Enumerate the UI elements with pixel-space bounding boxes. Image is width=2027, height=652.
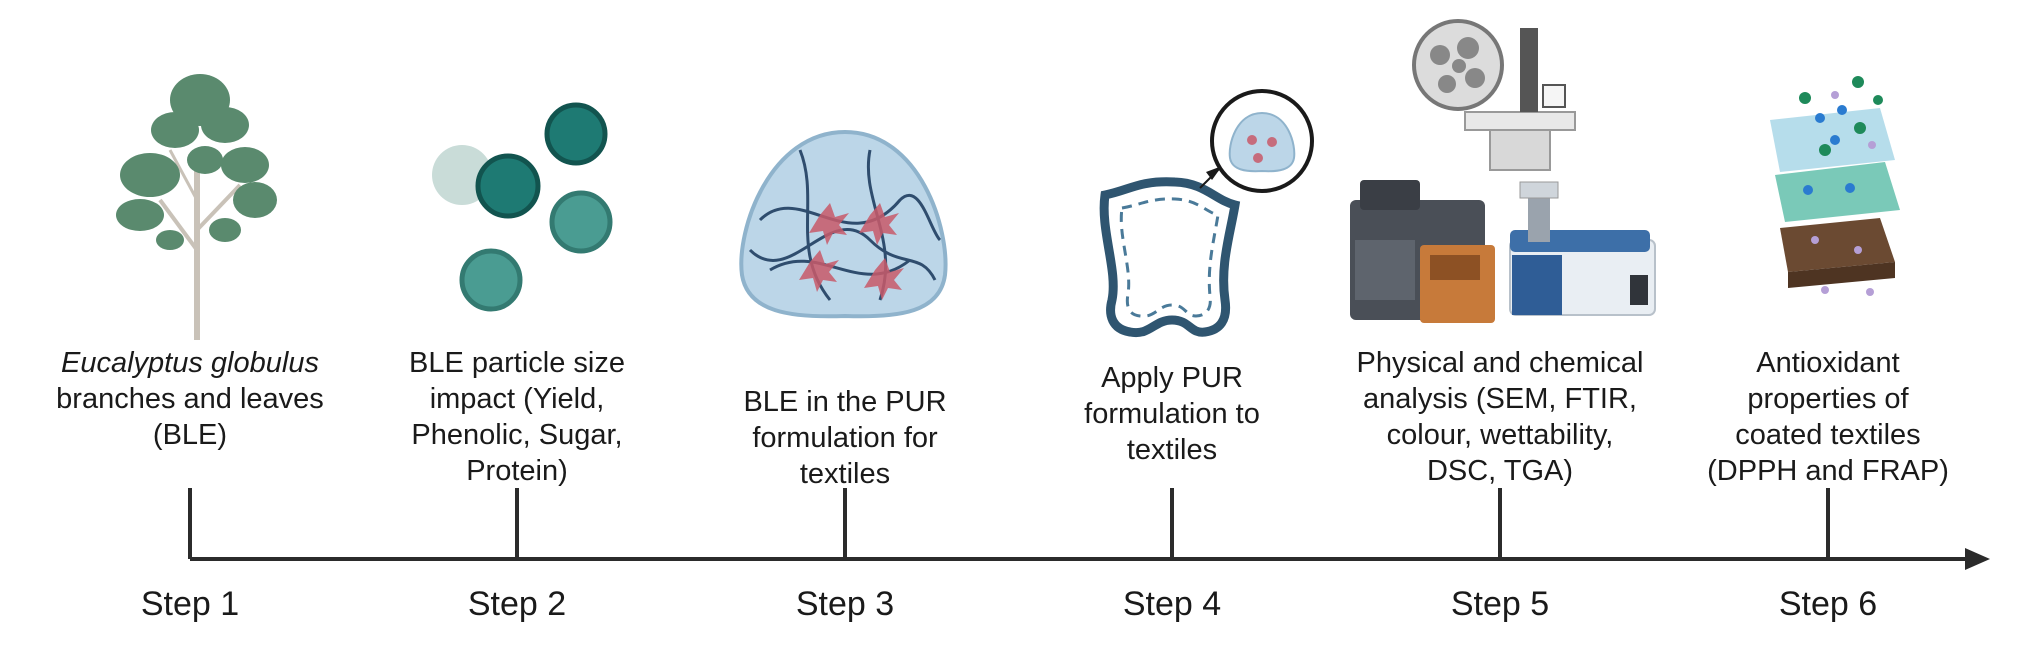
particle-dark-2 bbox=[544, 102, 608, 166]
step-ticks bbox=[188, 488, 1830, 559]
species-name: Eucalyptus globulus bbox=[61, 347, 319, 379]
particle-dark-1 bbox=[475, 153, 541, 219]
step-6-label: Step 6 bbox=[1778, 585, 1878, 623]
particles-icon bbox=[432, 102, 613, 312]
step-4-description: Apply PUR formulation to textiles bbox=[1084, 362, 1260, 466]
particle-mid-1 bbox=[549, 190, 613, 254]
step-3-label: Step 3 bbox=[795, 585, 895, 623]
step-3-description: BLE in the PUR formulation for textiles bbox=[743, 386, 947, 490]
step-5-description: Physical and chemical analysis (SEM, FTI… bbox=[1356, 347, 1644, 487]
step-4-label: Step 4 bbox=[1122, 585, 1222, 623]
layers-icon bbox=[1770, 76, 1900, 296]
step-5-label: Step 5 bbox=[1450, 585, 1550, 623]
tree-icon bbox=[116, 74, 277, 340]
gel-icon bbox=[739, 129, 948, 319]
step-1-label: Step 1 bbox=[140, 585, 240, 623]
particle-mid-2 bbox=[459, 248, 523, 312]
leather-icon bbox=[1099, 89, 1314, 338]
step-1-description: Eucalyptus globulus branches and leaves … bbox=[56, 347, 324, 451]
step-2-description: BLE particle size impact (Yield, Phenoli… bbox=[409, 347, 625, 487]
step-6-description: Antioxidant properties of coated textile… bbox=[1707, 347, 1949, 487]
step-2-label: Step 2 bbox=[467, 585, 567, 623]
instruments-icon bbox=[1350, 19, 1656, 323]
timeline-arrowhead bbox=[1965, 548, 1990, 570]
